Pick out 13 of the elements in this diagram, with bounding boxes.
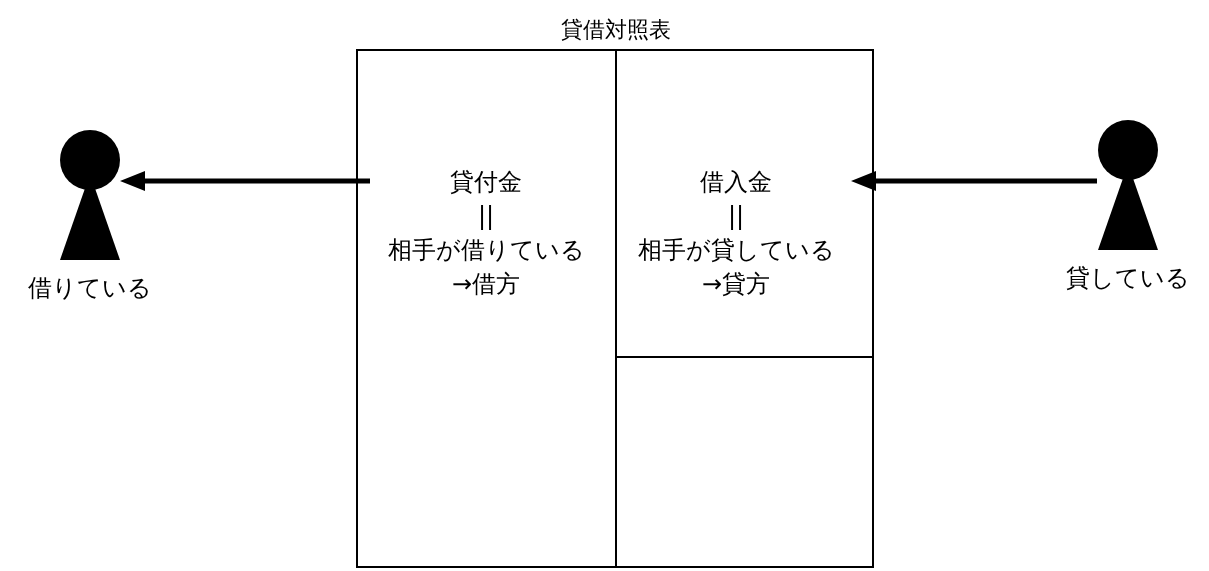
cell-text: || xyxy=(727,201,745,232)
arrow xyxy=(120,171,370,191)
person-label: 借りている xyxy=(28,273,152,304)
person-label: 貸している xyxy=(1066,263,1190,294)
cell-text: 借入金 xyxy=(700,167,772,198)
cell-text: 相手が貸している xyxy=(637,235,835,266)
arrow xyxy=(851,171,1097,191)
cell-text: 相手が借りている xyxy=(387,235,585,266)
cell-text: →借方 xyxy=(451,269,521,300)
table-title: 貸借対照表 xyxy=(561,16,671,44)
cell-text: 貸付金 xyxy=(450,167,522,198)
cell-text: || xyxy=(477,201,495,232)
cell-text: →貸方 xyxy=(701,269,771,300)
